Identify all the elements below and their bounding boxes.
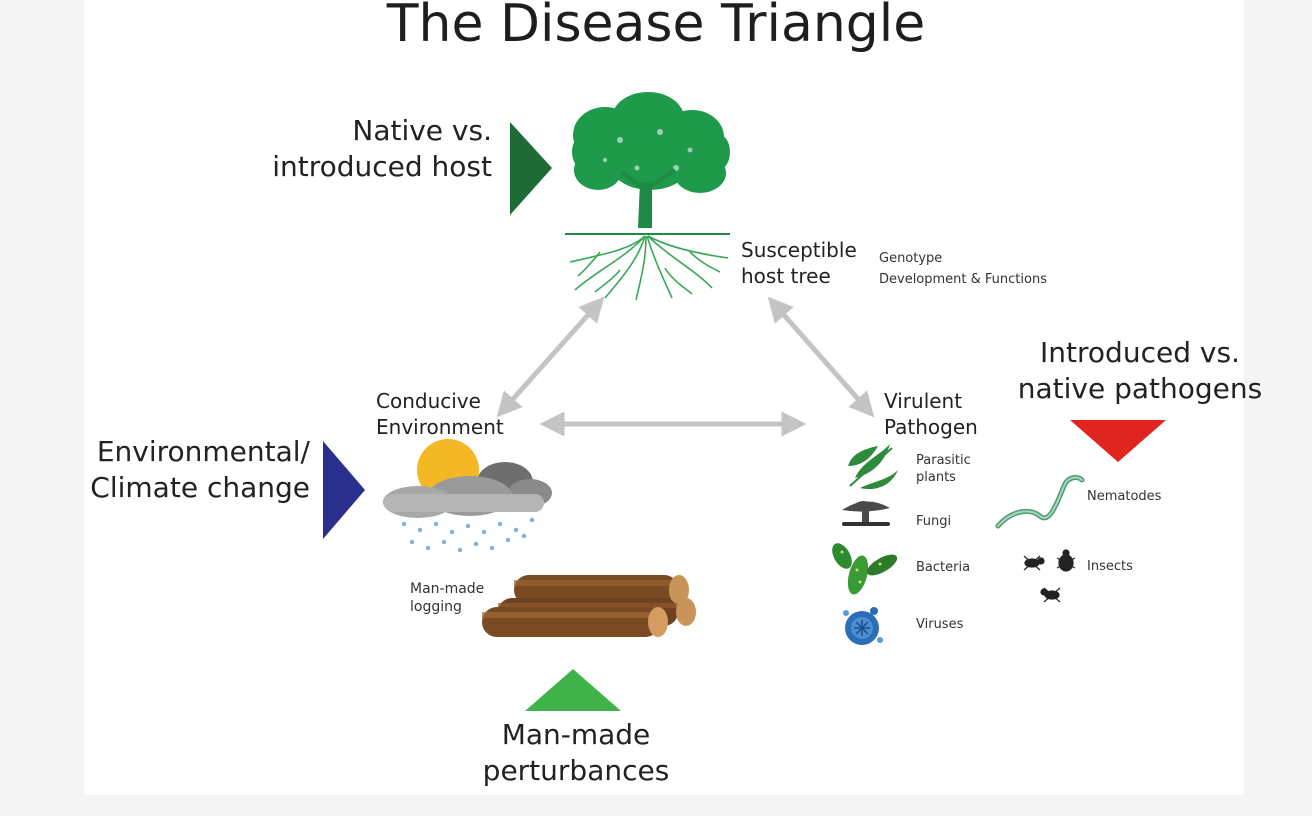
insect-icon	[1023, 549, 1076, 603]
logging-label: Man-made logging	[410, 581, 485, 615]
perturbance-factor-label: Man-made perturbances	[482, 718, 670, 787]
pathogen-type-parasitic-plants: Parasitic plants	[916, 453, 971, 485]
host-factor-label: Native vs. introduced host	[272, 114, 492, 183]
perturbance-factor-pointer	[525, 669, 621, 711]
pathogen-factor-pointer	[1070, 420, 1166, 462]
host-pathogen-arrow	[767, 296, 875, 418]
pathogen-type-viruses: Viruses	[916, 617, 964, 632]
logs-icon	[482, 575, 696, 637]
pathogen-type-nematodes: Nematodes	[1087, 489, 1162, 504]
host-environment-arrow	[496, 296, 605, 418]
bacteria-icon	[832, 543, 898, 595]
mushroom-icon	[842, 500, 890, 526]
triangle-arrows	[496, 296, 875, 437]
virus-icon	[843, 607, 883, 645]
sun-cloud-rain-icon	[383, 439, 552, 553]
host-attribute-genotype: Genotype	[879, 251, 943, 266]
tree-icon	[565, 92, 730, 301]
pathogen-type-insects: Insects	[1087, 559, 1133, 574]
leaf-icon	[848, 444, 898, 490]
environment-factor-pointer	[323, 441, 365, 539]
environment-label: Conducive Environment	[376, 389, 504, 439]
host-attribute-development: Development & Functions	[879, 272, 1047, 287]
pathogen-type-fungi: Fungi	[916, 514, 952, 529]
host-label: Susceptible host tree	[741, 238, 857, 288]
environment-factor-label: Environmental/ Climate change	[90, 435, 310, 504]
page-title: The Disease Triangle	[386, 0, 926, 54]
pathogen-factor-label: Introduced vs. native pathogens	[1017, 336, 1263, 405]
worm-icon	[995, 475, 1085, 529]
host-factor-pointer	[510, 122, 552, 215]
pathogen-type-bacteria: Bacteria	[916, 560, 971, 575]
pathogen-label: Virulent Pathogen	[884, 389, 978, 439]
